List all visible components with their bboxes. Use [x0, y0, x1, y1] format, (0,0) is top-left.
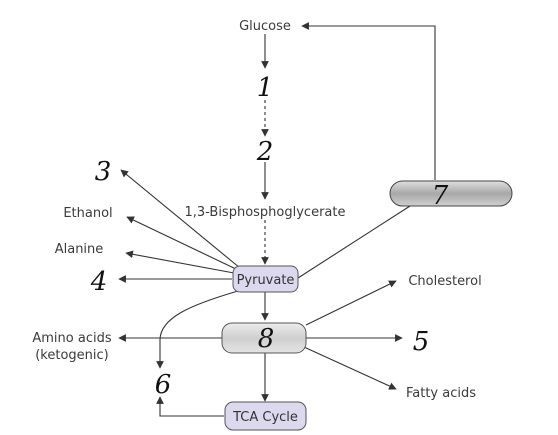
pyruvate-box [232, 265, 299, 293]
amino-acids-label: Amino acids [32, 331, 111, 346]
edge-8-to-cholesterol [305, 280, 397, 326]
number-8: 8 [258, 324, 275, 354]
edge-pyruvate-to-ethanol [126, 216, 239, 271]
number-2: 2 [256, 137, 274, 167]
number-6: 6 [155, 370, 172, 400]
tca-box [224, 401, 307, 431]
edge-7-to-glucose [301, 22, 436, 180]
tca-label: TCA Cycle [232, 410, 298, 425]
amino-acids-ketogenic-label: (ketogenic) [35, 348, 109, 363]
edge-tca-to-6 [156, 396, 224, 417]
number-5: 5 [413, 327, 430, 357]
ethanol-label: Ethanol [63, 206, 112, 221]
number-4: 4 [90, 267, 108, 297]
box-8 [221, 322, 307, 354]
cholesterol-label: Cholesterol [408, 274, 481, 289]
edge-pyruvate-to-7 [297, 205, 411, 279]
edge-8-to-fatty-acids [303, 346, 397, 390]
edge-pyruvate-to-3 [120, 169, 241, 269]
glucose-label: Glucose [239, 19, 291, 34]
bpg-label: 1,3-Bisphosphoglycerate [185, 205, 346, 220]
edges [118, 22, 436, 417]
number-1: 1 [257, 73, 274, 103]
number-7: 7 [432, 181, 449, 211]
pyruvate-label: Pyruvate [237, 273, 295, 288]
box-7 [389, 180, 513, 207]
fatty-acids-label: Fatty acids [406, 386, 476, 401]
alanine-label: Alanine [55, 242, 104, 257]
number-3: 3 [95, 157, 112, 187]
edge-pyruvate-to-alanine [125, 250, 235, 274]
